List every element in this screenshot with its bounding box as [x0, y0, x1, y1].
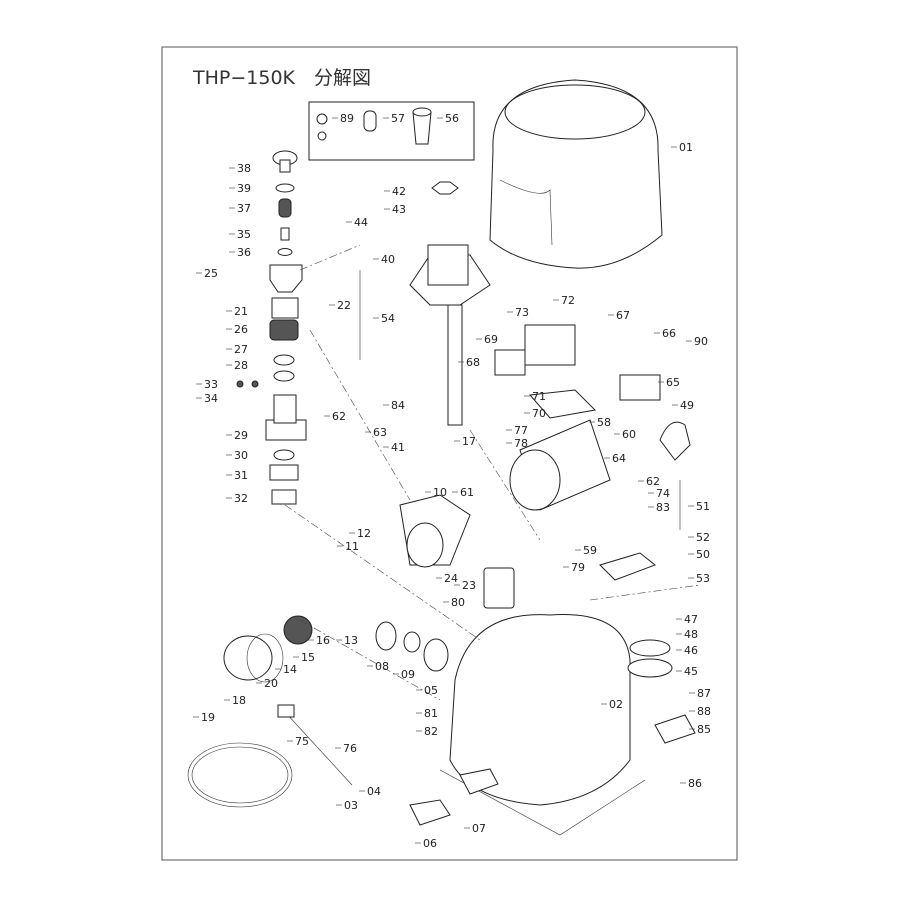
- diagram-frame: [161, 46, 738, 861]
- part-label-13: 13: [344, 634, 358, 647]
- part-label-08: 08: [375, 660, 389, 673]
- part-label-34: 34: [204, 392, 218, 405]
- part-label-48: 48: [684, 628, 698, 641]
- part-label-35: 35: [237, 228, 251, 241]
- part-label-19: 19: [201, 711, 215, 724]
- part-label-23: 23: [462, 579, 476, 592]
- part-label-06: 06: [423, 837, 437, 850]
- part-label-36: 36: [237, 246, 251, 259]
- part-label-20: 20: [264, 677, 278, 690]
- part-label-57: 57: [391, 112, 405, 125]
- part-label-38: 38: [237, 162, 251, 175]
- part-label-56: 56: [445, 112, 459, 125]
- part-label-32: 32: [234, 492, 248, 505]
- part-label-85: 85: [697, 723, 711, 736]
- part-label-51: 51: [696, 500, 710, 513]
- part-label-45: 45: [684, 665, 698, 678]
- part-label-60: 60: [622, 428, 636, 441]
- part-label-67: 67: [616, 309, 630, 322]
- part-label-02: 02: [609, 698, 623, 711]
- part-label-47: 47: [684, 613, 698, 626]
- part-label-17: 17: [462, 435, 476, 448]
- tank-02: [449, 614, 631, 806]
- part-label-15: 15: [301, 651, 315, 664]
- part-label-62: 62: [646, 475, 660, 488]
- part-label-71: 71: [532, 390, 546, 403]
- part-label-39: 39: [237, 182, 251, 195]
- parts-drawing: [187, 79, 701, 836]
- part-label-46: 46: [684, 644, 698, 657]
- part-label-25: 25: [204, 267, 218, 280]
- part-label-37: 37: [237, 202, 251, 215]
- part-label-22: 22: [337, 299, 351, 312]
- part-label-42: 42: [392, 185, 406, 198]
- part-label-27: 27: [234, 343, 248, 356]
- part-label-75: 75: [295, 735, 309, 748]
- part-label-49: 49: [680, 399, 694, 412]
- part-label-44: 44: [354, 216, 368, 229]
- part-label-24: 24: [444, 572, 458, 585]
- part-label-89: 89: [340, 112, 354, 125]
- part-label-11: 11: [345, 540, 359, 553]
- part-label-59: 59: [583, 544, 597, 557]
- part-label-07: 07: [472, 822, 486, 835]
- part-label-05: 05: [424, 684, 438, 697]
- part-label-12: 12: [357, 527, 371, 540]
- part-label-87: 87: [697, 687, 711, 700]
- part-label-66: 66: [662, 327, 676, 340]
- part-label-63: 63: [373, 426, 387, 439]
- part-label-43: 43: [392, 203, 406, 216]
- part-label-58: 58: [597, 416, 611, 429]
- part-label-70: 70: [532, 407, 546, 420]
- part-label-29: 29: [234, 429, 248, 442]
- part-label-26: 26: [234, 323, 248, 336]
- part-label-09: 09: [401, 668, 415, 681]
- part-label-21: 21: [234, 305, 248, 318]
- part-label-41: 41: [391, 441, 405, 454]
- part-label-54: 54: [381, 312, 395, 325]
- part-label-90: 90: [694, 335, 708, 348]
- part-label-88: 88: [697, 705, 711, 718]
- part-label-77: 77: [514, 424, 528, 437]
- part-label-84: 84: [391, 399, 405, 412]
- inset-box: [308, 101, 475, 161]
- part-label-53: 53: [696, 572, 710, 585]
- part-label-28: 28: [234, 359, 248, 372]
- part-label-72: 72: [561, 294, 575, 307]
- part-label-52: 52: [696, 531, 710, 544]
- part-label-68: 68: [466, 356, 480, 369]
- part-label-18: 18: [232, 694, 246, 707]
- part-label-03: 03: [344, 799, 358, 812]
- part-label-64: 64: [612, 452, 626, 465]
- part-label-61: 61: [460, 486, 474, 499]
- part-label-83: 83: [656, 501, 670, 514]
- diagram-title: THP−150K 分解図: [192, 67, 371, 89]
- part-label-40: 40: [381, 253, 395, 266]
- part-label-79: 79: [571, 561, 585, 574]
- part-label-76: 76: [343, 742, 357, 755]
- part-label-73: 73: [515, 306, 529, 319]
- part-label-14: 14: [283, 663, 297, 676]
- part-label-01: 01: [679, 141, 693, 154]
- part-label-86: 86: [688, 777, 702, 790]
- part-labels: 89 57 56 01 38 39 37 35 36 42 43 44 40 25 22 21 54 26 27 28…: [193, 112, 711, 850]
- part-label-82: 82: [424, 725, 438, 738]
- part-label-65: 65: [666, 376, 680, 389]
- part-label-16: 16: [316, 634, 330, 647]
- part-label-78: 78: [514, 437, 528, 450]
- part-label-10: 10: [433, 486, 447, 499]
- part-label-33: 33: [204, 378, 218, 391]
- part-label-80: 80: [451, 596, 465, 609]
- part-label-30: 30: [234, 449, 248, 462]
- part-label-62: 62: [332, 410, 346, 423]
- part-label-31: 31: [234, 469, 248, 482]
- part-label-81: 81: [424, 707, 438, 720]
- part-label-69: 69: [484, 333, 498, 346]
- part-label-74: 74: [656, 487, 670, 500]
- part-label-50: 50: [696, 548, 710, 561]
- part-label-04: 04: [367, 785, 381, 798]
